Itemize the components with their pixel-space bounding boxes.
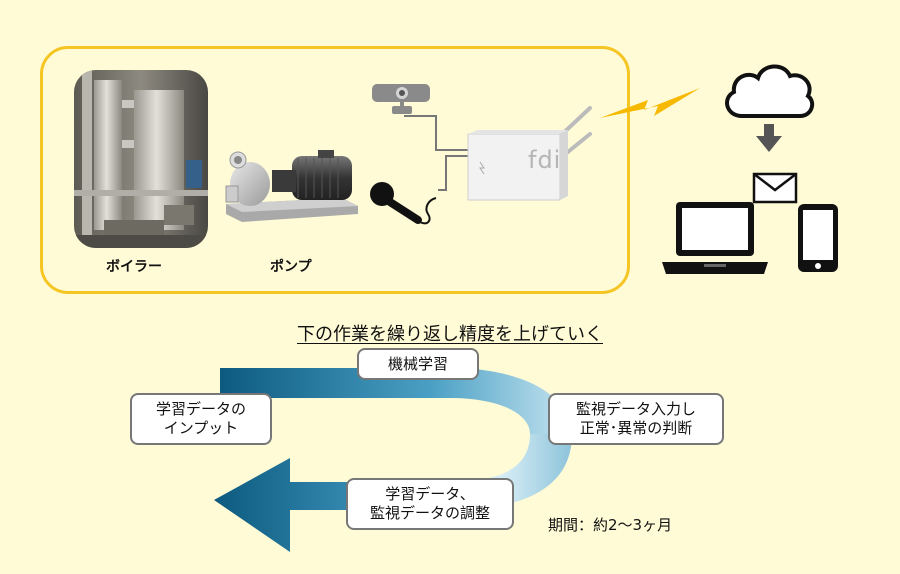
step-adjust: 学習データ、 監視データの調整 — [346, 478, 514, 530]
smartphone-icon — [796, 202, 840, 274]
cloud-icon — [718, 58, 818, 122]
sensor-wiring — [400, 100, 480, 210]
step-input-line2: インプット — [163, 419, 239, 437]
step-adjust-line1: 学習データ、 — [385, 485, 475, 503]
down-arrow-icon — [756, 124, 782, 152]
laptop-icon — [660, 200, 770, 276]
step-machine-learning-label: 機械学習 — [387, 354, 448, 373]
pump-image — [222, 146, 362, 226]
step-monitor-line1: 監視データ入力し — [575, 400, 696, 418]
step-machine-learning: 機械学習 — [357, 348, 479, 380]
cycle-title: 下の作業を繰り返し精度を上げていく — [297, 324, 603, 345]
step-adjust-line2: 監視データの調整 — [369, 504, 490, 522]
step-monitor-line2: 正常･異常の判断 — [579, 419, 693, 437]
boiler-photo — [74, 70, 208, 248]
email-icon — [752, 172, 798, 204]
boiler-label: ボイラー — [106, 259, 162, 275]
pump-label: ポンプ — [270, 259, 312, 275]
microphone-icon — [368, 180, 448, 230]
step-monitor: 監視データ入力し 正常･異常の判断 — [548, 393, 724, 445]
camera-icon — [370, 82, 434, 120]
lightning-icon — [600, 82, 704, 126]
step-input-line1: 学習データの — [155, 400, 246, 418]
device-logo: fdi — [528, 146, 562, 174]
step-input: 学習データの インプット — [130, 393, 272, 445]
fdi-device — [466, 104, 596, 204]
period-label: 期間：約2～3ヶ月 — [548, 516, 673, 534]
